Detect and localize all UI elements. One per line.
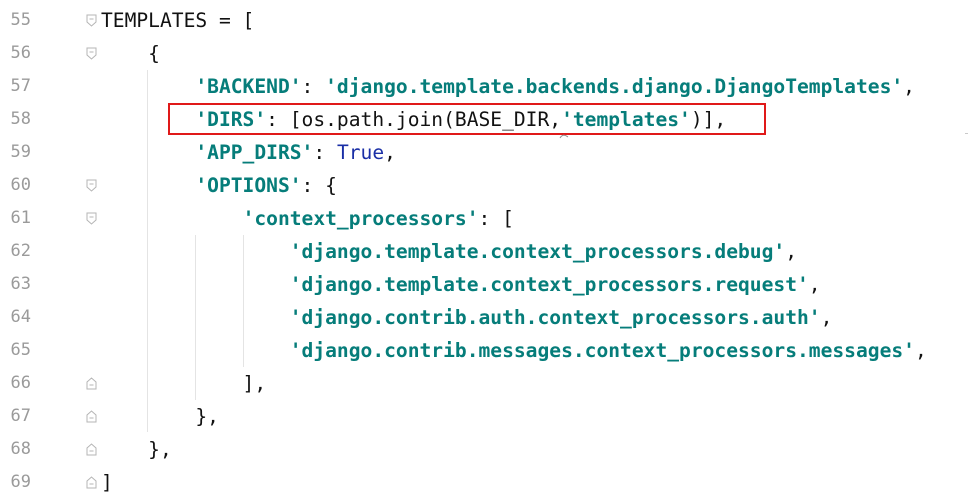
code-text[interactable]: ], — [101, 367, 267, 400]
code-token: : — [313, 141, 337, 164]
code-line[interactable]: 69] — [0, 466, 968, 499]
scrollbar-marker — [965, 133, 968, 134]
code-token: )], — [690, 108, 727, 131]
code-line[interactable]: 56 { — [0, 37, 968, 70]
string-literal: 'BACKEND' — [195, 75, 302, 98]
code-text[interactable]: 'context_processors': [ — [101, 202, 514, 235]
code-line[interactable]: 57 'BACKEND': 'django.template.backends.… — [0, 70, 968, 103]
fold-open-icon[interactable] — [86, 14, 97, 27]
code-token: : [os.path.join(BASE_DIR, — [266, 108, 562, 131]
line-number: 58 — [10, 109, 31, 129]
code-token: }, — [101, 438, 172, 461]
line-number: 56 — [10, 43, 31, 63]
indent-guide — [147, 70, 148, 432]
code-text[interactable]: }, — [101, 433, 172, 466]
code-text[interactable]: { — [101, 37, 160, 70]
code-token — [101, 141, 195, 164]
code-line[interactable]: 64 'django.contrib.auth.context_processo… — [0, 301, 968, 334]
line-number: 66 — [10, 373, 31, 393]
code-token: , — [808, 273, 821, 296]
line-number: 65 — [10, 340, 31, 360]
code-line[interactable]: 60 'OPTIONS': { — [0, 169, 968, 202]
code-token: , — [914, 339, 927, 362]
code-line[interactable]: 55 TEMPLATES = [ — [0, 4, 968, 37]
indent-guide — [195, 235, 196, 400]
string-literal: 'DIRS' — [195, 108, 267, 131]
code-line[interactable]: 68 }, — [0, 433, 968, 466]
string-literal: 'django.template.backends.django.DjangoT… — [325, 75, 904, 98]
code-token — [101, 207, 243, 230]
line-number: 63 — [10, 274, 31, 294]
code-token: , — [820, 306, 833, 329]
fold-close-icon[interactable] — [86, 410, 97, 423]
string-literal: 'OPTIONS' — [195, 174, 302, 197]
line-number: 60 — [10, 175, 31, 195]
code-text[interactable]: 'DIRS': [os.path.join(BASE_DIR,'template… — [101, 103, 726, 136]
line-number: 69 — [10, 472, 31, 492]
line-number: 68 — [10, 439, 31, 459]
line-number: 57 — [10, 76, 31, 96]
indent-guide — [243, 235, 244, 367]
string-literal: 'django.template.context_processors.requ… — [289, 273, 809, 296]
code-token: : — [301, 75, 326, 98]
code-token: }, — [101, 405, 219, 428]
code-line[interactable]: 66 ], — [0, 367, 968, 400]
code-token: TEMPLATES = [ — [101, 9, 255, 32]
code-token: , — [785, 240, 797, 263]
code-text[interactable]: 'django.contrib.auth.context_processors.… — [101, 301, 833, 334]
code-token: , — [903, 75, 915, 98]
code-text[interactable]: 'BACKEND': 'django.template.backends.dja… — [101, 70, 915, 103]
code-token: , — [384, 141, 396, 164]
line-number: 61 — [10, 208, 31, 228]
fold-open-icon[interactable] — [86, 47, 97, 60]
line-number: 67 — [10, 406, 31, 426]
string-literal: 'context_processors' — [242, 207, 479, 230]
code-token: ], — [101, 372, 267, 395]
code-token: ] — [101, 471, 113, 494]
code-text[interactable]: 'APP_DIRS': True, — [101, 136, 396, 169]
code-line[interactable]: 63 'django.template.context_processors.r… — [0, 268, 968, 301]
code-text[interactable]: 'django.contrib.messages.context_process… — [101, 334, 927, 367]
code-token: : [ — [478, 207, 514, 230]
string-literal: 'django.contrib.auth.context_processors.… — [289, 306, 821, 329]
code-text[interactable]: ] — [101, 466, 113, 499]
code-line[interactable]: 58 'DIRS': [os.path.join(BASE_DIR,'templ… — [0, 103, 968, 136]
fold-close-icon[interactable] — [86, 443, 97, 456]
string-literal: 'APP_DIRS' — [195, 141, 314, 164]
fold-close-icon[interactable] — [86, 377, 97, 390]
code-token: { — [101, 42, 160, 65]
code-line[interactable]: 61 'context_processors': [ — [0, 202, 968, 235]
line-number: 62 — [10, 241, 31, 261]
line-number: 64 — [10, 307, 31, 327]
fold-open-icon[interactable] — [86, 212, 97, 225]
code-line[interactable]: 65 'django.contrib.messages.context_proc… — [0, 334, 968, 367]
code-token — [101, 174, 195, 197]
code-line[interactable]: 67 }, — [0, 400, 968, 433]
code-text[interactable]: }, — [101, 400, 219, 433]
string-literal: 'django.template.context_processors.debu… — [289, 240, 786, 263]
code-line[interactable]: 59 'APP_DIRS': True, — [0, 136, 968, 169]
code-text[interactable]: TEMPLATES = [ — [101, 4, 254, 37]
line-number: 55 — [10, 10, 31, 30]
keyword-token: True — [336, 141, 385, 164]
string-literal: 'django.contrib.messages.context_process… — [289, 339, 915, 362]
fold-open-icon[interactable] — [86, 179, 97, 192]
code-line[interactable]: 62 'django.template.context_processors.d… — [0, 235, 968, 268]
code-text[interactable]: 'django.template.context_processors.requ… — [101, 268, 821, 301]
line-number: 59 — [10, 142, 31, 162]
code-text[interactable]: 'OPTIONS': { — [101, 169, 337, 202]
line-number-gutter — [0, 0, 97, 503]
caret-marker-icon — [559, 121, 569, 139]
dirs-line-highlight-box — [168, 103, 766, 135]
code-token: : { — [301, 174, 337, 197]
fold-close-icon[interactable] — [86, 476, 97, 489]
code-text[interactable]: 'django.template.context_processors.debu… — [101, 235, 797, 268]
code-token — [101, 75, 195, 98]
string-literal: 'templates' — [561, 108, 691, 131]
